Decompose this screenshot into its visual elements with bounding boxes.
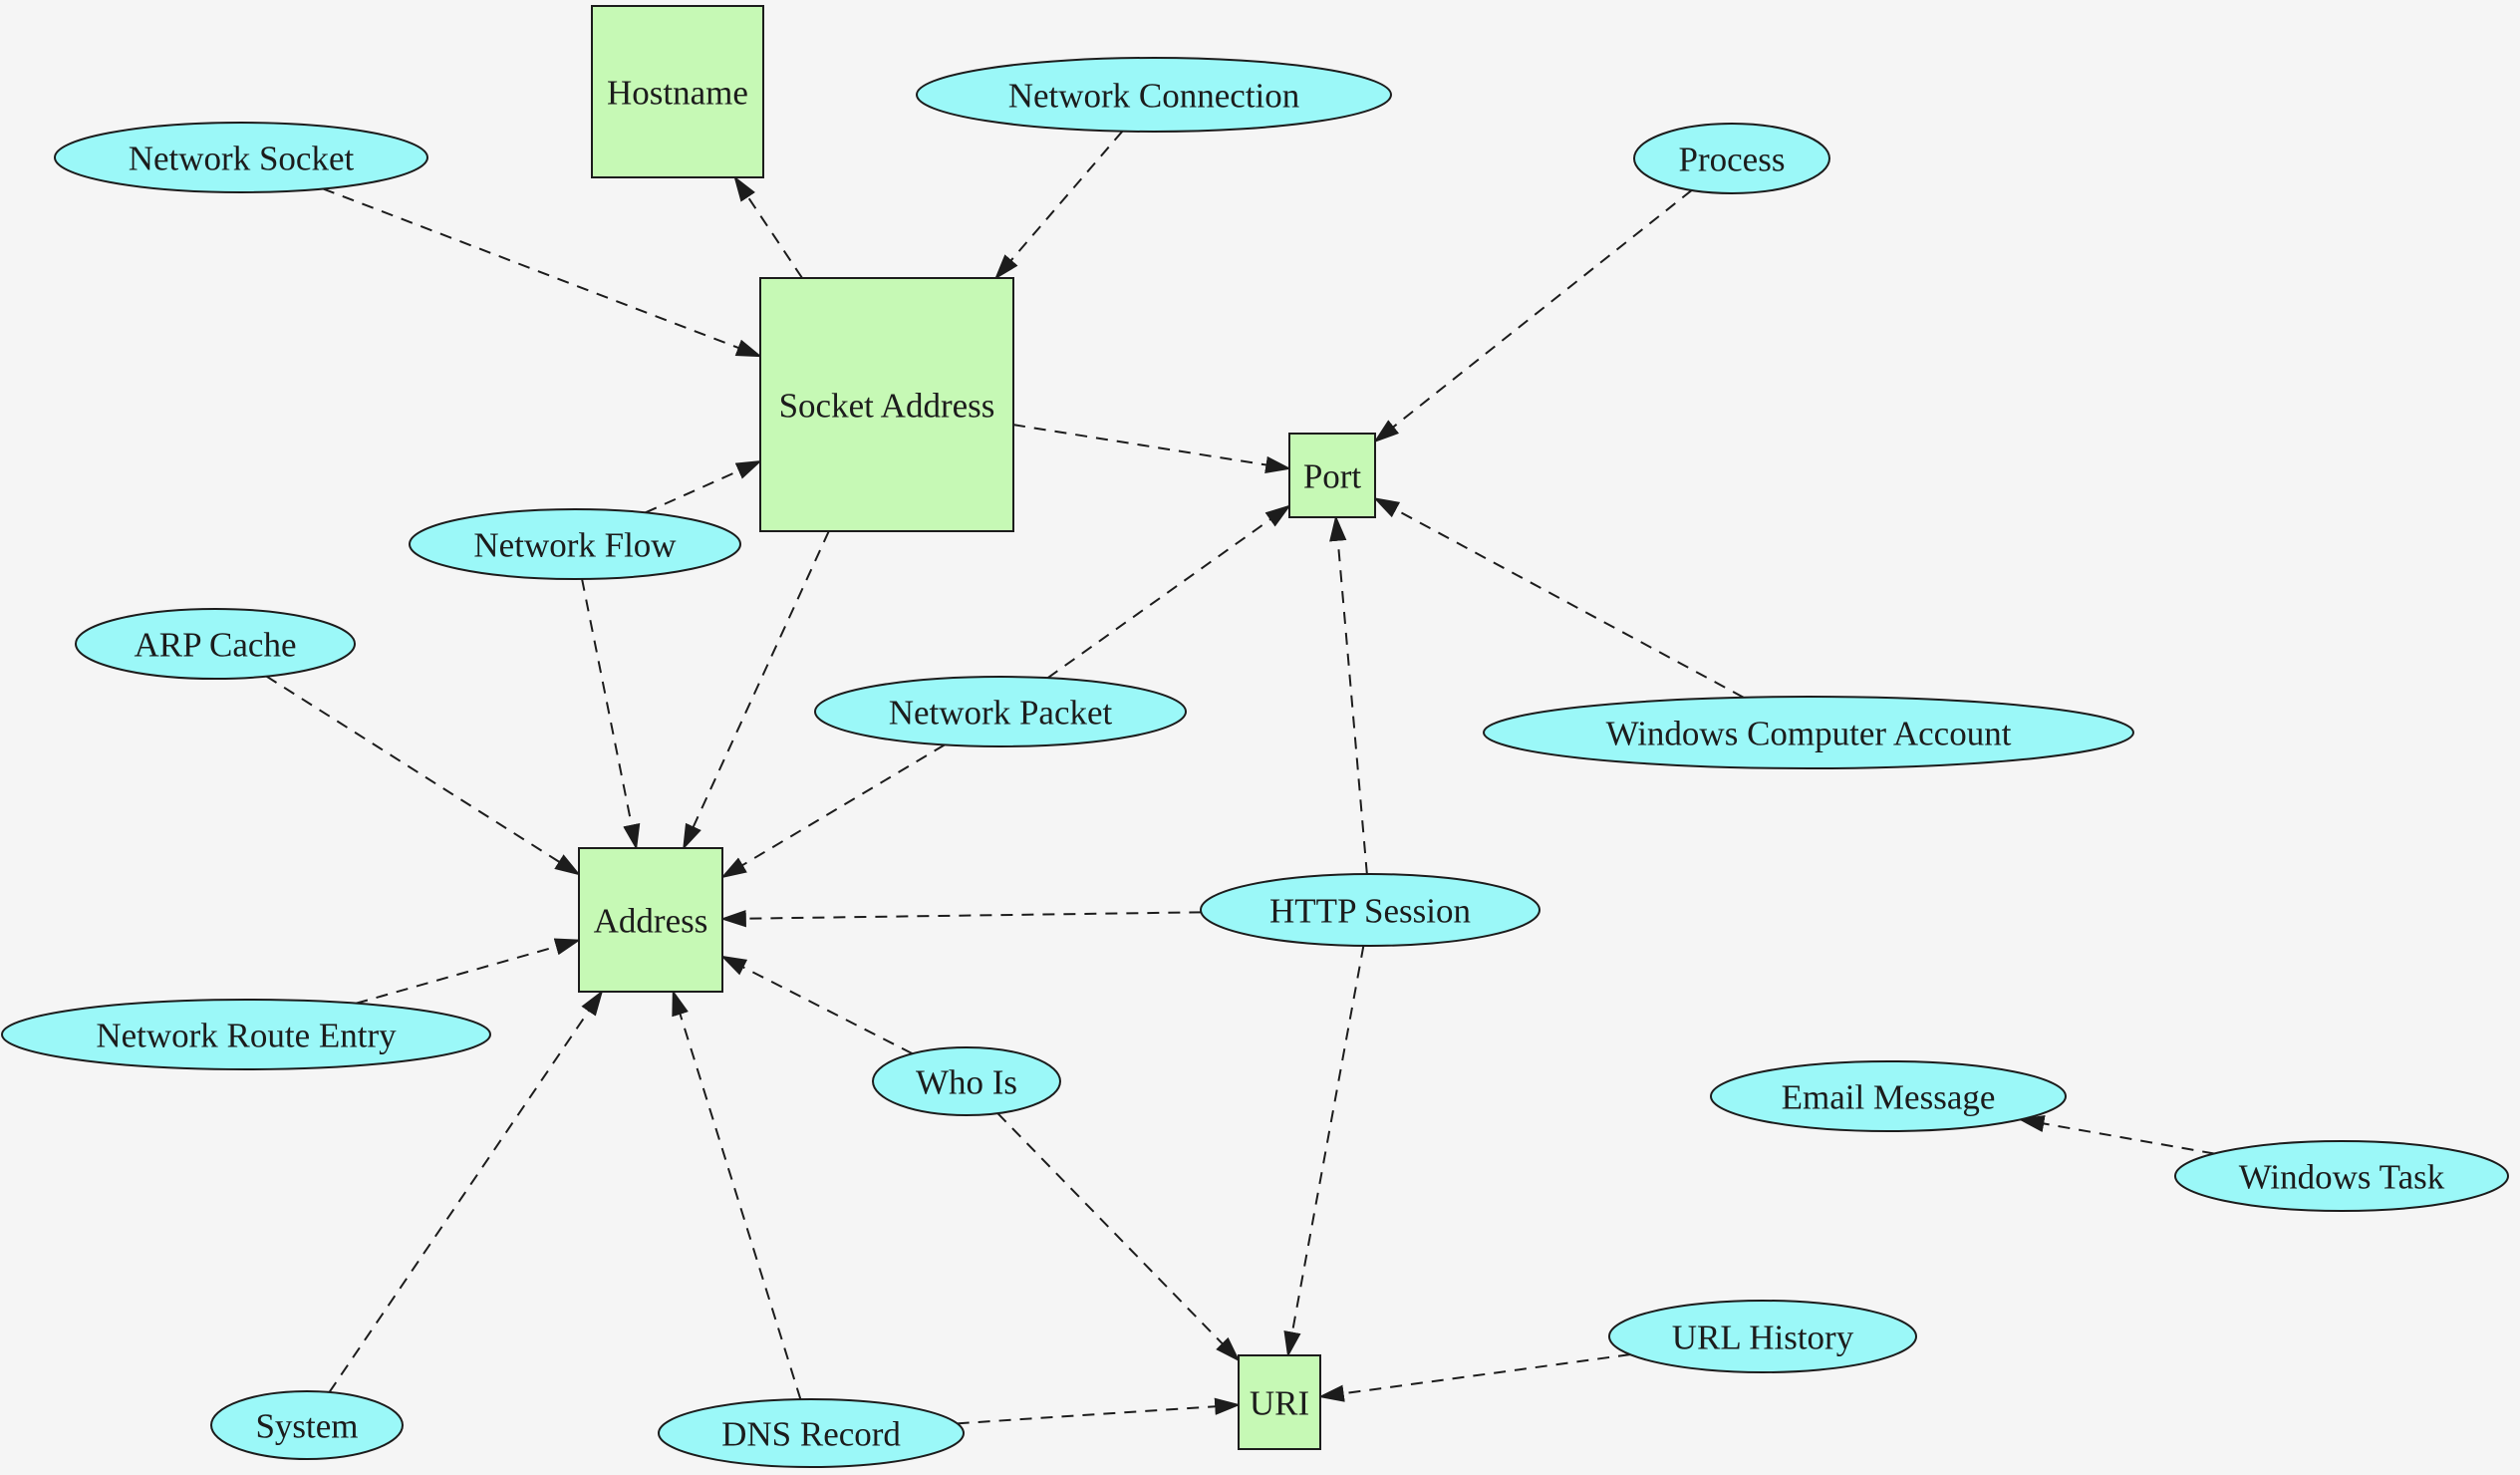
node-network-socket: Network Socket [54, 122, 428, 193]
node-uri: URI [1238, 1354, 1321, 1450]
arp-cache-ellipse [75, 608, 356, 680]
node-port: Port [1288, 433, 1376, 518]
edge-dns-record-to-uri [957, 1397, 1242, 1425]
system-ellipse [210, 1390, 404, 1460]
edges-layer [265, 131, 2215, 1425]
node-dns-record: DNS Record [658, 1398, 965, 1468]
edge-who-is-to-uri [996, 1112, 1241, 1362]
node-network-flow: Network Flow [409, 508, 741, 580]
node-address: Address [578, 847, 723, 993]
node-arp-cache: ARP Cache [75, 608, 356, 680]
socket-address-label: Socket Address [779, 386, 995, 425]
node-windows-task: Windows Task [2174, 1140, 2509, 1212]
edge-url-history-to-uri [1317, 1353, 1631, 1402]
uri-box [1238, 1354, 1321, 1450]
edge-arp-cache-to-address [265, 675, 581, 876]
port-label: Port [1303, 456, 1362, 495]
socket-address-box [759, 277, 1014, 532]
edge-network-socket-to-socket-address [322, 187, 763, 358]
edge-network-flow-to-address [581, 578, 641, 851]
address-box [578, 847, 723, 993]
node-who-is: Who Is [872, 1046, 1061, 1116]
node-network-route-entry: Network Route Entry [1, 999, 491, 1070]
edge-windows-computer-account-to-port [1373, 497, 1745, 699]
email-message-ellipse [1710, 1060, 2067, 1132]
network-connection-ellipse [916, 57, 1392, 133]
http-session-label: HTTP Session [1269, 891, 1471, 930]
windows-task-label: Windows Task [2239, 1157, 2445, 1196]
dns-record-label: DNS Record [721, 1414, 901, 1453]
port-box [1288, 433, 1376, 518]
node-http-session: HTTP Session [1200, 873, 1540, 947]
network-route-entry-ellipse [1, 999, 491, 1070]
edge-system-to-address [328, 990, 604, 1393]
edge-network-route-entry-to-address [356, 938, 582, 1005]
edge-http-session-to-port [1329, 514, 1368, 875]
system-label: System [255, 1406, 358, 1445]
dns-record-ellipse [658, 1398, 965, 1468]
url-history-ellipse [1608, 1300, 1917, 1373]
email-message-label: Email Message [1782, 1077, 1996, 1116]
node-socket-address: Socket Address [759, 277, 1014, 532]
edge-http-session-to-address [719, 910, 1202, 928]
network-flow-ellipse [409, 508, 741, 580]
network-packet-label: Network Packet [889, 693, 1113, 732]
network-connection-label: Network Connection [1008, 76, 1300, 115]
http-session-ellipse [1200, 873, 1540, 947]
node-url-history: URL History [1608, 1300, 1917, 1373]
edge-socket-address-to-port [1012, 424, 1292, 473]
hostname-box [591, 5, 764, 178]
edge-http-session-to-uri [1283, 945, 1365, 1358]
node-email-message: Email Message [1710, 1060, 2067, 1132]
edge-process-to-port [1373, 189, 1693, 443]
node-system: System [210, 1390, 404, 1460]
node-network-packet: Network Packet [814, 676, 1187, 747]
network-socket-ellipse [54, 122, 428, 193]
node-process: Process [1633, 123, 1830, 194]
process-label: Process [1679, 140, 1786, 178]
network-route-entry-label: Network Route Entry [96, 1016, 397, 1054]
who-is-ellipse [872, 1046, 1061, 1116]
windows-task-ellipse [2174, 1140, 2509, 1212]
edge-socket-address-to-hostname [733, 175, 803, 279]
node-hostname: Hostname [591, 5, 764, 178]
node-windows-computer-account: Windows Computer Account [1483, 696, 2134, 769]
hostname-label: Hostname [607, 73, 748, 112]
edge-socket-address-to-address [683, 530, 830, 850]
edge-who-is-to-address [720, 955, 914, 1055]
windows-computer-account-ellipse [1483, 696, 2134, 769]
network-packet-ellipse [814, 676, 1187, 747]
edge-windows-task-to-email-message [2018, 1114, 2215, 1155]
uri-label: URI [1250, 1383, 1309, 1422]
edge-network-flow-to-socket-address [645, 459, 762, 514]
address-label: Address [594, 901, 708, 940]
network-flow-label: Network Flow [473, 525, 677, 564]
edge-network-connection-to-socket-address [994, 131, 1124, 280]
network-socket-label: Network Socket [129, 139, 355, 177]
windows-computer-account-label: Windows Computer Account [1606, 714, 2012, 752]
process-ellipse [1633, 123, 1830, 194]
arp-cache-label: ARP Cache [135, 625, 297, 664]
who-is-label: Who Is [916, 1062, 1017, 1101]
edge-network-packet-to-address [720, 743, 946, 879]
edge-network-packet-to-port [1046, 504, 1291, 679]
url-history-label: URL History [1672, 1318, 1854, 1356]
node-network-connection: Network Connection [916, 57, 1392, 133]
edge-dns-record-to-address [672, 989, 802, 1400]
